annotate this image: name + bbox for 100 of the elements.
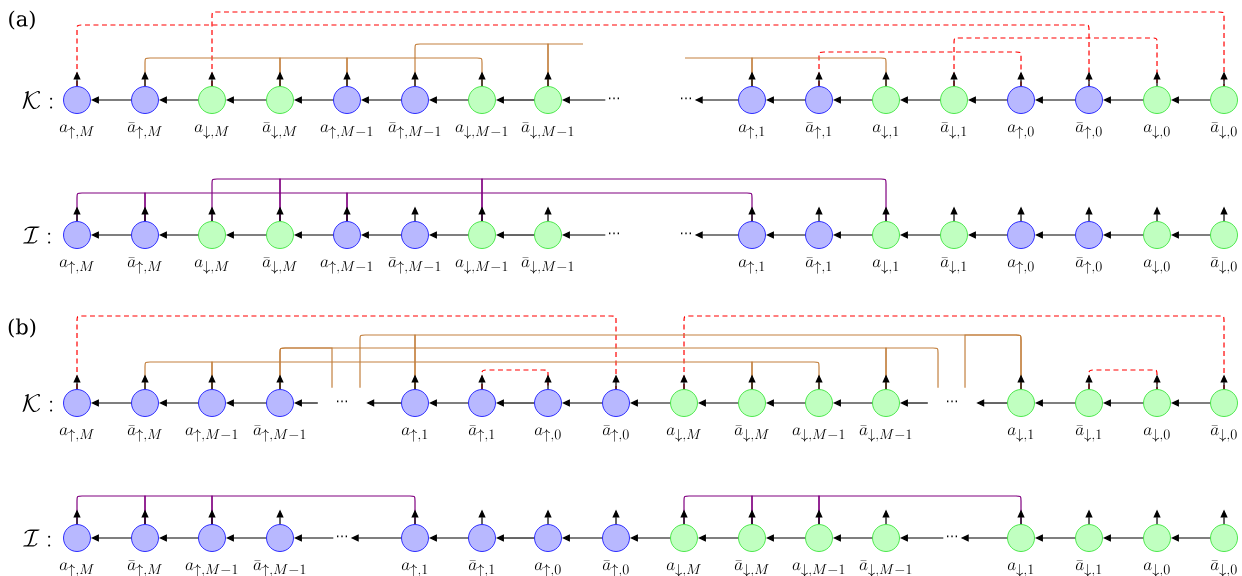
node-label: $a_{\uparrow,M}$	[59, 427, 94, 442]
node-label: $a_{\uparrow,0}$	[534, 562, 561, 576]
node-label: $a_{\downarrow,0}$	[1143, 562, 1170, 576]
panel-label: (a)	[9, 10, 35, 30]
arrow	[766, 534, 806, 542]
node-label: $a_{\downarrow,0}$	[1143, 124, 1170, 139]
node-label: $\bar{a}_{\downarrow,M-1}$	[521, 122, 574, 139]
node-label: $a_{\uparrow,M-1}$	[185, 562, 238, 576]
node-label: $\bar{a}_{\uparrow,M}$	[127, 560, 162, 576]
node-label: $\bar{a}_{\downarrow,M-1}$	[859, 425, 912, 442]
node-label: $\bar{a}_{\uparrow,0}$	[1075, 257, 1102, 274]
arrow	[496, 231, 535, 239]
arrow	[833, 231, 873, 239]
arrow	[1103, 231, 1144, 239]
ellipsis: ⋯	[947, 400, 957, 403]
node-label: $a_{\downarrow,1}$	[1007, 562, 1034, 576]
arrow	[1035, 96, 1076, 104]
node-label: $\bar{a}_{\uparrow,0}$	[1075, 122, 1102, 139]
node-label: $a_{\downarrow,M-1}$	[792, 562, 845, 576]
node-label: $\bar{a}_{\downarrow,M}$	[262, 122, 297, 139]
arrow	[1035, 231, 1076, 239]
connector-line	[279, 347, 333, 390]
node-label: $a_{\uparrow,M-1}$	[320, 259, 373, 274]
arrow	[496, 96, 535, 104]
ellipsis: ⋯	[681, 232, 691, 235]
arrow	[766, 231, 806, 239]
node-label: $\bar{a}_{\uparrow,M}$	[127, 122, 162, 139]
node-label: $a_{\uparrow,M-1}$	[320, 124, 373, 139]
node-label: $a_{\downarrow,1}$	[1007, 427, 1034, 442]
arrow	[698, 399, 739, 407]
arrow	[1035, 399, 1076, 407]
ellipsis: ⋯	[609, 232, 619, 235]
arrow	[900, 399, 929, 407]
node-label: $\bar{a}_{\uparrow,1}$	[805, 257, 832, 274]
row-label: $\mathcal{I}:$	[23, 226, 51, 244]
node-label: $\bar{a}_{\downarrow,1}$	[940, 257, 967, 274]
arrow	[833, 534, 873, 542]
arrow	[833, 96, 873, 104]
node-label: $\bar{a}_{\downarrow,M}$	[262, 257, 297, 274]
node-label: $\bar{a}_{\uparrow,M-1}$	[388, 122, 441, 139]
arrow	[1103, 399, 1144, 407]
node-label: $\bar{a}_{\downarrow,1}$	[940, 122, 967, 139]
arrow	[496, 399, 535, 407]
node-label: $\bar{a}_{\downarrow,0}$	[1210, 257, 1237, 274]
arrow	[900, 96, 941, 104]
node-label: $a_{\downarrow,M-1}$	[455, 259, 508, 274]
arrow	[562, 96, 606, 104]
arrow	[766, 399, 806, 407]
node-label: $a_{\uparrow,1}$	[738, 259, 765, 274]
node-label: $\bar{a}_{\downarrow,M}$	[734, 560, 769, 576]
node-label: $\bar{a}_{\uparrow,M-1}$	[388, 257, 441, 274]
arrow	[1171, 399, 1211, 407]
node-label: $\bar{a}_{\uparrow,1}$	[468, 560, 495, 576]
node-label: $a_{\downarrow,M}$	[194, 259, 229, 274]
arrow	[496, 534, 535, 542]
arrow	[900, 231, 941, 239]
node-label: $a_{\downarrow,1}$	[872, 259, 899, 274]
node-label: $a_{\uparrow,M}$	[59, 124, 94, 139]
node-label: $a_{\downarrow,0}$	[1143, 259, 1170, 274]
node-label: $\bar{a}_{\downarrow,0}$	[1210, 560, 1237, 576]
node-label: $a_{\downarrow,M}$	[666, 562, 701, 576]
arrow	[968, 231, 1008, 239]
arrow	[630, 534, 671, 542]
arrow	[1171, 231, 1211, 239]
row-label: $\mathcal{K}:$	[22, 90, 53, 110]
ellipsis: ⋯	[337, 535, 347, 538]
arrow	[698, 534, 739, 542]
node-label: $a_{\downarrow,M-1}$	[455, 124, 508, 139]
arrow	[1103, 534, 1144, 542]
arrow	[1171, 534, 1211, 542]
node-label: $\bar{a}_{\downarrow,1}$	[1075, 425, 1102, 442]
node-label: $\bar{a}_{\uparrow,M-1}$	[253, 560, 306, 576]
node-label: $\bar{a}_{\uparrow,M}$	[127, 257, 162, 274]
node-label: $\bar{a}_{\uparrow,M-1}$	[253, 425, 306, 442]
arrow	[630, 399, 671, 407]
node-label: $a_{\downarrow,M}$	[666, 427, 701, 442]
node-label: $\bar{a}_{\uparrow,0}$	[602, 425, 629, 442]
node-label: $a_{\uparrow,1}$	[401, 562, 428, 576]
node-label: $\bar{a}_{\uparrow,0}$	[602, 560, 629, 576]
node-label: $a_{\uparrow,0}$	[534, 427, 561, 442]
node-label: $\bar{a}_{\downarrow,M-1}$	[521, 257, 574, 274]
arrow	[1035, 534, 1076, 542]
arrow	[562, 534, 603, 542]
arrow	[968, 96, 1008, 104]
node-label: $a_{\uparrow,0}$	[1007, 259, 1034, 274]
arrow	[833, 399, 873, 407]
ellipsis: ⋯	[609, 97, 619, 100]
panel-label: (b)	[8, 318, 36, 338]
node-label: $\bar{a}_{\uparrow,M}$	[127, 425, 162, 442]
connector-line	[359, 334, 416, 390]
node-label: $a_{\uparrow,1}$	[738, 124, 765, 139]
node-label: $a_{\uparrow,0}$	[1007, 124, 1034, 139]
connector-line	[964, 334, 1022, 390]
arrow	[1171, 96, 1211, 104]
connector-line	[885, 347, 939, 390]
arrow	[562, 231, 606, 239]
node-label: $\bar{a}_{\downarrow,1}$	[1075, 560, 1102, 576]
row-label: $\mathcal{I}:$	[23, 529, 51, 547]
node-label: $\bar{a}_{\downarrow,0}$	[1210, 425, 1237, 442]
node-label: $a_{\downarrow,1}$	[872, 124, 899, 139]
